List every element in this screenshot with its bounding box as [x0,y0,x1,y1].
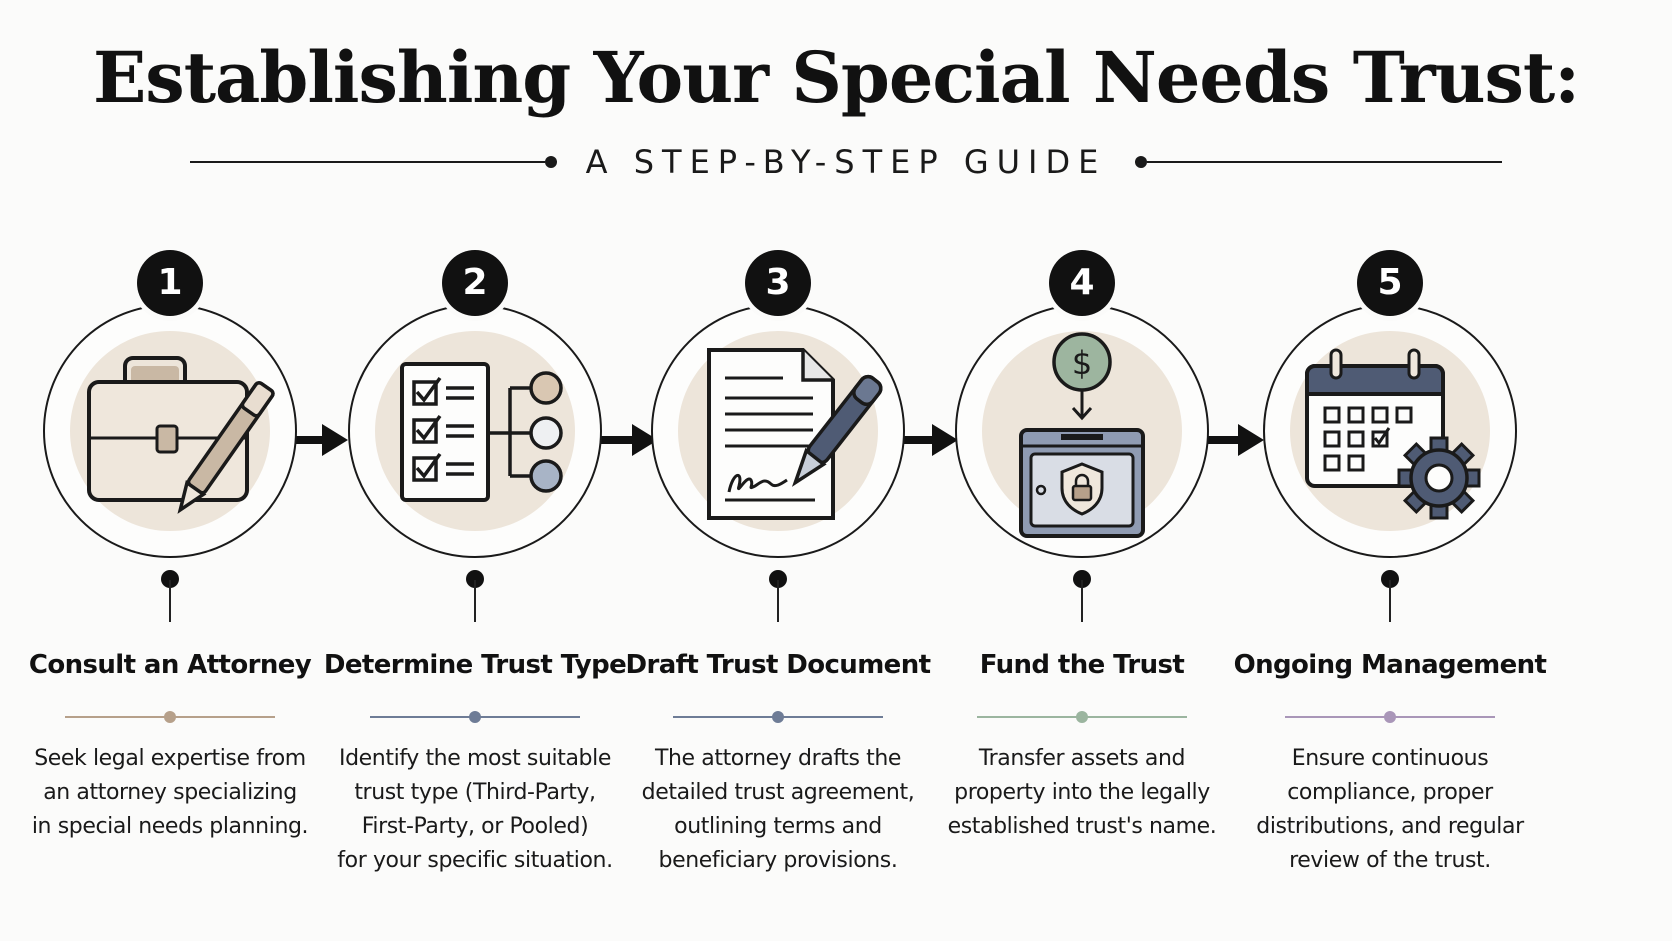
connector-line [777,580,779,622]
step-icon-circle: $ [955,304,1209,558]
step-divider [673,711,883,723]
arrow-right-icon [598,424,658,456]
subtitle-rule-left [190,161,545,163]
step-title: Draft Trust Document [625,650,932,680]
checklist-options-icon [400,362,563,502]
briefcase-pen-icon [87,356,275,514]
subtitle-row: A STEP-BY-STEP GUIDE [190,138,1502,186]
step-divider [977,711,1187,723]
connector-dot [1381,570,1399,588]
step-title: Ongoing Management [1233,650,1547,680]
subtitle: A STEP-BY-STEP GUIDE [585,143,1107,181]
step-number-badge: 4 [1049,250,1115,316]
connector-line [1389,580,1391,622]
connector-line [169,580,171,622]
subtitle-rule-right [1147,161,1502,163]
arrow-right-icon [288,424,348,456]
step-icon-circle [348,304,602,558]
step-description: The attorney drafts the detailed trust a… [641,746,915,873]
step-number-badge: 1 [137,250,203,316]
calendar-gear-icon [1305,348,1481,520]
step-number-badge: 5 [1357,250,1423,316]
step-divider [1285,711,1495,723]
step-description: Identify the most suitable trust type (T… [337,746,613,873]
connector-dot [1073,570,1091,588]
step-divider [370,711,580,723]
step-icon-circle [1263,304,1517,558]
arrow-right-icon [898,424,958,456]
step-title: Fund the Trust [979,650,1185,680]
connector-dot [769,570,787,588]
step-title: Consult an Attorney [28,650,312,680]
step-description: Transfer assets and property into the le… [947,746,1217,839]
money-safe-icon: $ [1019,332,1145,538]
document-signature-icon [707,348,883,520]
connector-line [474,580,476,622]
subtitle-dot-left [545,156,557,168]
step-title: Determine Trust Type [323,650,627,680]
arrow-right-icon [1204,424,1264,456]
step-description: Ensure continuous compliance, proper dis… [1256,746,1524,873]
step-number-badge: 2 [442,250,508,316]
svg-text:$: $ [1072,344,1092,382]
step-number-badge: 3 [745,250,811,316]
connector-dot [161,570,179,588]
page-title: Establishing Your Special Needs Trust: [92,36,1580,119]
step-icon-circle [43,304,297,558]
subtitle-dot-right [1135,156,1147,168]
step-icon-circle [651,304,905,558]
connector-line [1081,580,1083,622]
step-description: Seek legal expertise from an attorney sp… [31,746,309,839]
step-divider [65,711,275,723]
connector-dot [466,570,484,588]
